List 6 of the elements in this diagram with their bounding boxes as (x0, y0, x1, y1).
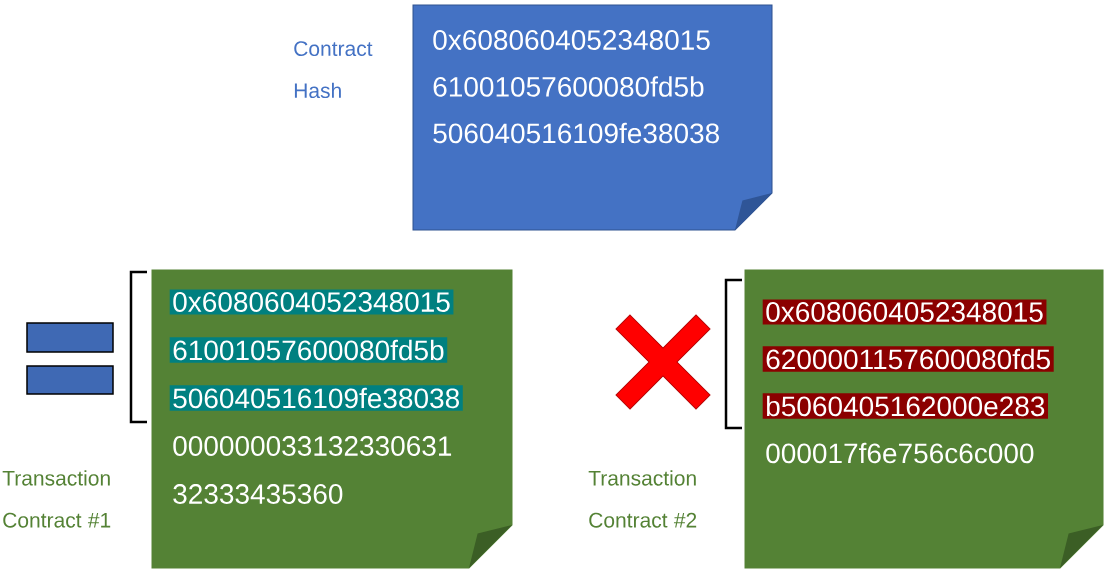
note: 0x6080604052348015 61001057600080fd5b 506040516109fe38038 (412, 4, 773, 231)
note: 0x6080604052348015 6200001157600080fd5 b5060405162000e283 000017f6e756c6c000 (744, 269, 1104, 569)
note-caption: Transaction Contract #2 (588, 470, 697, 528)
note: 0x6080604052348015 61001057600080fd5b 506040516109fe38038 000000033132330631 32333435360 (151, 269, 513, 569)
note-caption: Contract Hash (294, 41, 373, 99)
note-caption: Transaction Contract #1 (2, 470, 111, 528)
